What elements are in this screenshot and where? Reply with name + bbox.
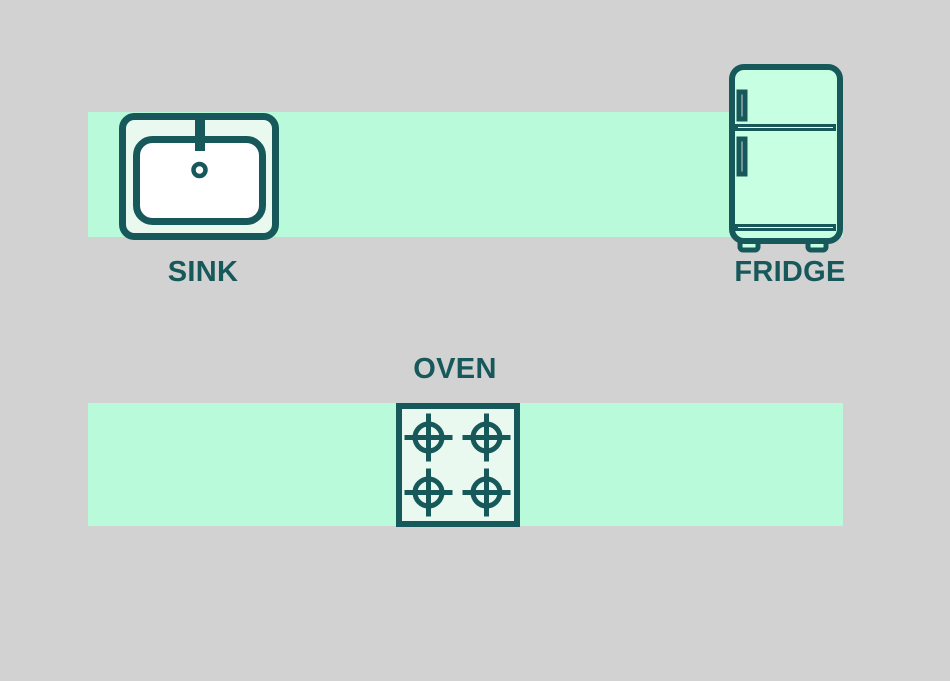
oven-burner-bottom-left [404,468,453,517]
fridge-icon[interactable] [724,58,850,258]
oven-burner-bottom-right [462,468,511,517]
fridge-grill [735,224,836,231]
oven-burner-top-left [404,413,453,462]
fridge-label: FRIDGE [734,256,846,288]
oven-label: OVEN [413,353,497,385]
fridge-door-handle [736,136,748,177]
fridge-door-divider [735,124,836,131]
sink-icon[interactable] [112,106,288,246]
fridge-body [729,64,843,244]
sink-label: SINK [167,256,239,288]
oven-body [396,403,520,527]
sink-basin [133,136,266,225]
oven-icon[interactable] [390,397,526,533]
oven-burner-top-right [462,413,511,462]
sink-drain [191,161,208,179]
fridge-freezer-handle [736,89,748,122]
sink-faucet [195,113,205,151]
